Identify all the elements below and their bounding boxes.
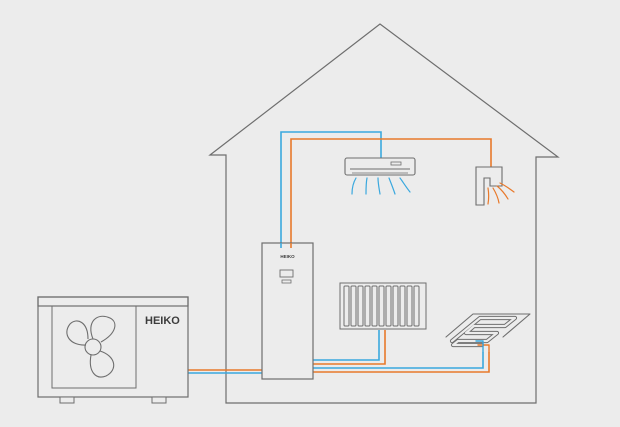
wall-air-conditioner-icon: [344, 157, 416, 195]
outdoor-heat-pump-unit: HEIKO: [37, 296, 189, 404]
control-display: [279, 269, 294, 278]
hot-pipe-floor-loop: [313, 352, 490, 373]
cold-pipe-ac-supply: [280, 131, 382, 243]
cold-pipe-radiator: [313, 330, 380, 361]
pipe-network: [187, 131, 492, 374]
radiator-icon: [339, 282, 427, 330]
indoor-heat-pump-unit: HEIKO: [261, 242, 314, 380]
hot-pipe-ac-supply: [290, 138, 492, 243]
control-button: [281, 279, 292, 284]
cold-pipe-floor-loop: [313, 352, 484, 369]
fan-coil-heater-icon: [475, 166, 515, 206]
underfloor-heating-icon: [445, 313, 531, 353]
fan-icon: [66, 315, 116, 378]
indoor-unit-brand: HEIKO: [280, 254, 295, 259]
outdoor-unit-brand: HEIKO: [145, 315, 180, 327]
house-outline: [208, 23, 560, 404]
hot-pipe-radiator: [313, 330, 386, 365]
